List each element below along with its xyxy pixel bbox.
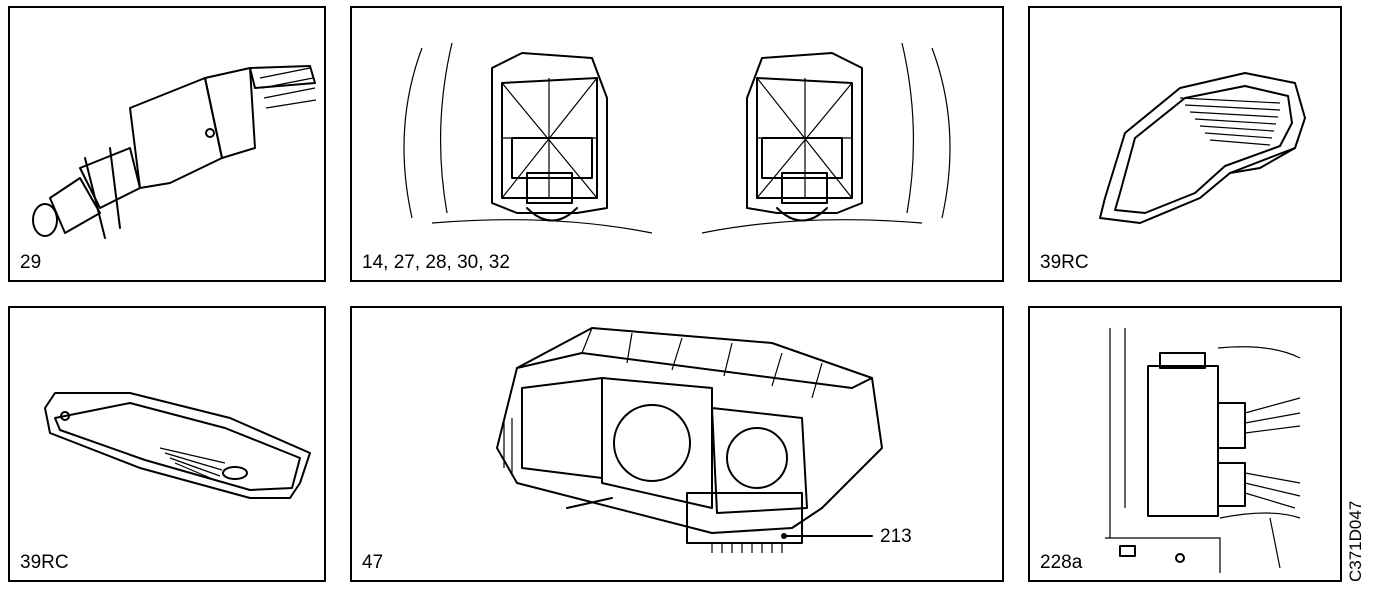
panel-39rc-bottom: 39RC xyxy=(8,306,326,582)
panel-label: 39RC xyxy=(1040,252,1089,273)
panel-label: 47 xyxy=(362,552,384,573)
panel-label: 29 xyxy=(20,252,42,273)
panel-label: 228a xyxy=(1040,552,1083,573)
interior-lamp-lens-illustration xyxy=(44,392,311,499)
panel-14-27-28-30-32: 14, 27, 28, 30, 32 xyxy=(350,6,1004,282)
instrument-cluster-illustration xyxy=(496,327,883,553)
figure-code: C371D047 xyxy=(1346,500,1365,582)
panel-47: 213 47 xyxy=(350,306,1004,582)
panel-label: 39RC xyxy=(20,552,69,573)
lamp-housing-illustration xyxy=(1099,72,1306,224)
sensor-connector-illustration xyxy=(32,65,317,239)
headlamp-reflectors-illustration xyxy=(403,42,951,234)
panel-29: 29 xyxy=(8,6,326,282)
panel-39rc-top: 39RC xyxy=(1028,6,1342,282)
control-module-illustration xyxy=(1105,328,1301,573)
callout-213: 213 xyxy=(880,526,912,547)
panel-228a: 228a xyxy=(1028,306,1342,582)
panel-label: 14, 27, 28, 30, 32 xyxy=(362,252,510,273)
